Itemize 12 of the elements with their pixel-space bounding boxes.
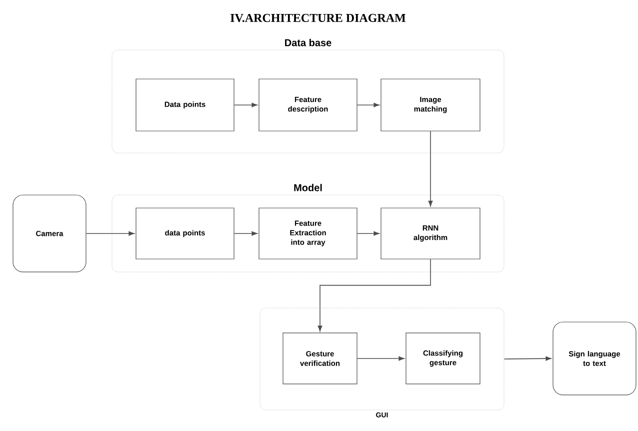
arrow	[86, 231, 134, 236]
arrow	[356, 356, 404, 361]
arrow	[234, 231, 258, 236]
arrow	[234, 102, 258, 108]
arrow	[356, 231, 380, 236]
group-heading: Model	[294, 184, 322, 192]
arrow	[504, 356, 552, 361]
arrow	[356, 102, 380, 108]
group-heading: Data base	[285, 38, 332, 46]
arrow	[318, 258, 431, 332]
title: IV.ARCHITECTURE DIAGRAM	[230, 14, 406, 22]
arrow	[428, 130, 433, 206]
